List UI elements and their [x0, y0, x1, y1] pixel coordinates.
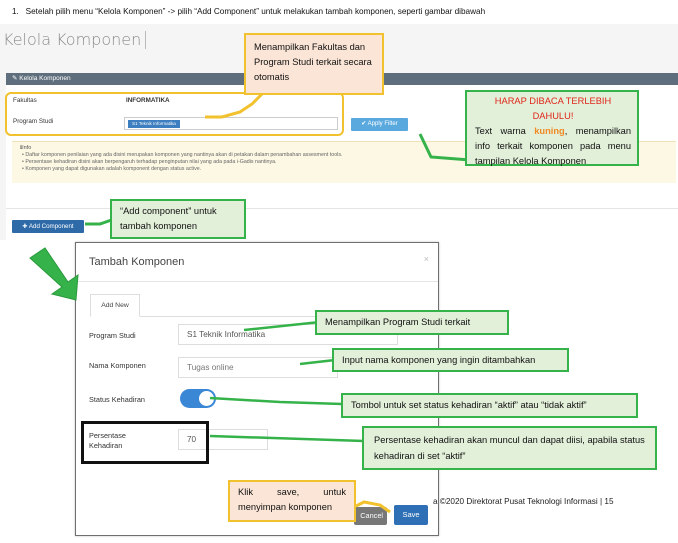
cancel-button[interactable]: Cancel — [354, 507, 387, 525]
fakultas-label: Fakultas — [13, 97, 37, 104]
fakultas-value: INFORMATIKA — [126, 97, 170, 104]
nama-komponen-label: Nama Komponen — [89, 361, 146, 370]
info-icon: ℹ — [20, 145, 23, 151]
add-component-label: Add Component — [28, 223, 74, 230]
modal-divider — [76, 281, 438, 282]
nama-komponen-input[interactable]: Tugas online — [178, 357, 338, 378]
callout-harap-title: HARAP DIBACA TERLEBIH DAHULU! — [494, 96, 612, 121]
apply-filter-button[interactable]: ✔ Apply Filter — [351, 118, 408, 131]
status-kehadiran-label: Status Kehadiran — [89, 395, 145, 404]
info-item: Komponen yang dapat digunakan adalah kom… — [22, 166, 342, 173]
callout-save: Klik save, untuk menyimpan komponen — [228, 480, 356, 522]
panel-header-title: Kelola Komponen — [19, 75, 71, 82]
callout-program-studi: Menampilkan Program Studi terkait — [315, 310, 509, 335]
page-footer: a ©2020 Direktorat Pusat Teknologi Infor… — [433, 497, 614, 506]
status-kehadiran-toggle[interactable] — [180, 389, 216, 408]
info-list: Daftar komponen penilaian yang ada disin… — [22, 152, 342, 172]
program-studi-chip[interactable]: S1 Teknik Informatika — [128, 120, 180, 128]
callout-persentase: Persentase kehadiran akan muncul dan dap… — [362, 426, 657, 470]
plus-icon: ✚ — [22, 223, 28, 230]
apply-filter-label: Apply Filter — [367, 121, 398, 127]
tab-add-new[interactable]: Add New — [90, 294, 140, 317]
toggle-knob — [199, 391, 214, 406]
edit-icon: ✎ — [12, 75, 18, 82]
callout-fakultas: Menampilkan Fakultas dan Program Studi t… — [244, 33, 384, 95]
modal-title: Tambah Komponen — [89, 256, 185, 268]
page-title: Kelola Komponen — [3, 30, 147, 49]
close-icon[interactable]: × — [423, 254, 429, 264]
callout-add-component: “Add component” untuk tambah komponen — [110, 199, 246, 239]
add-component-button[interactable]: ✚ Add Component — [12, 220, 84, 233]
step-instruction: 1. Setelah pilih menu “Kelola Komponen” … — [12, 7, 485, 16]
persentase-highlight-box — [81, 421, 209, 464]
save-button[interactable]: Save — [394, 505, 428, 525]
info-item: Persentase kehadiran disini akan berpeng… — [22, 159, 342, 166]
callout-harap-highlight: kuning — [534, 126, 565, 136]
callout-harap-pre: Text warna — [475, 126, 535, 136]
callout-harap-dibaca: HARAP DIBACA TERLEBIH DAHULU! Text warna… — [465, 90, 639, 166]
step-number: 1. — [12, 7, 19, 16]
step-text: Setelah pilih menu “Kelola Komponen” -> … — [25, 7, 486, 16]
callout-nama-komponen: Input nama komponen yang ingin ditambahk… — [332, 348, 569, 372]
big-green-arrow — [29, 247, 79, 301]
callout-harap-post: , menampilkan info terkait komponen pada… — [475, 126, 631, 166]
divider — [6, 208, 678, 209]
persentase-kehadiran-label: Persentase Kehadiran — [89, 431, 126, 450]
info-title: ℹInfo — [20, 145, 32, 151]
info-item: Daftar komponen penilaian yang ada disin… — [22, 152, 342, 159]
modal-program-studi-label: Program Studi — [89, 331, 136, 340]
fakultas-prodi-highlight — [5, 92, 344, 136]
program-studi-label: Program Studi — [13, 118, 54, 125]
callout-status: Tombol untuk set status kehadiran “aktif… — [341, 393, 638, 418]
tab-baseline — [90, 316, 424, 317]
check-icon: ✔ — [361, 121, 367, 127]
